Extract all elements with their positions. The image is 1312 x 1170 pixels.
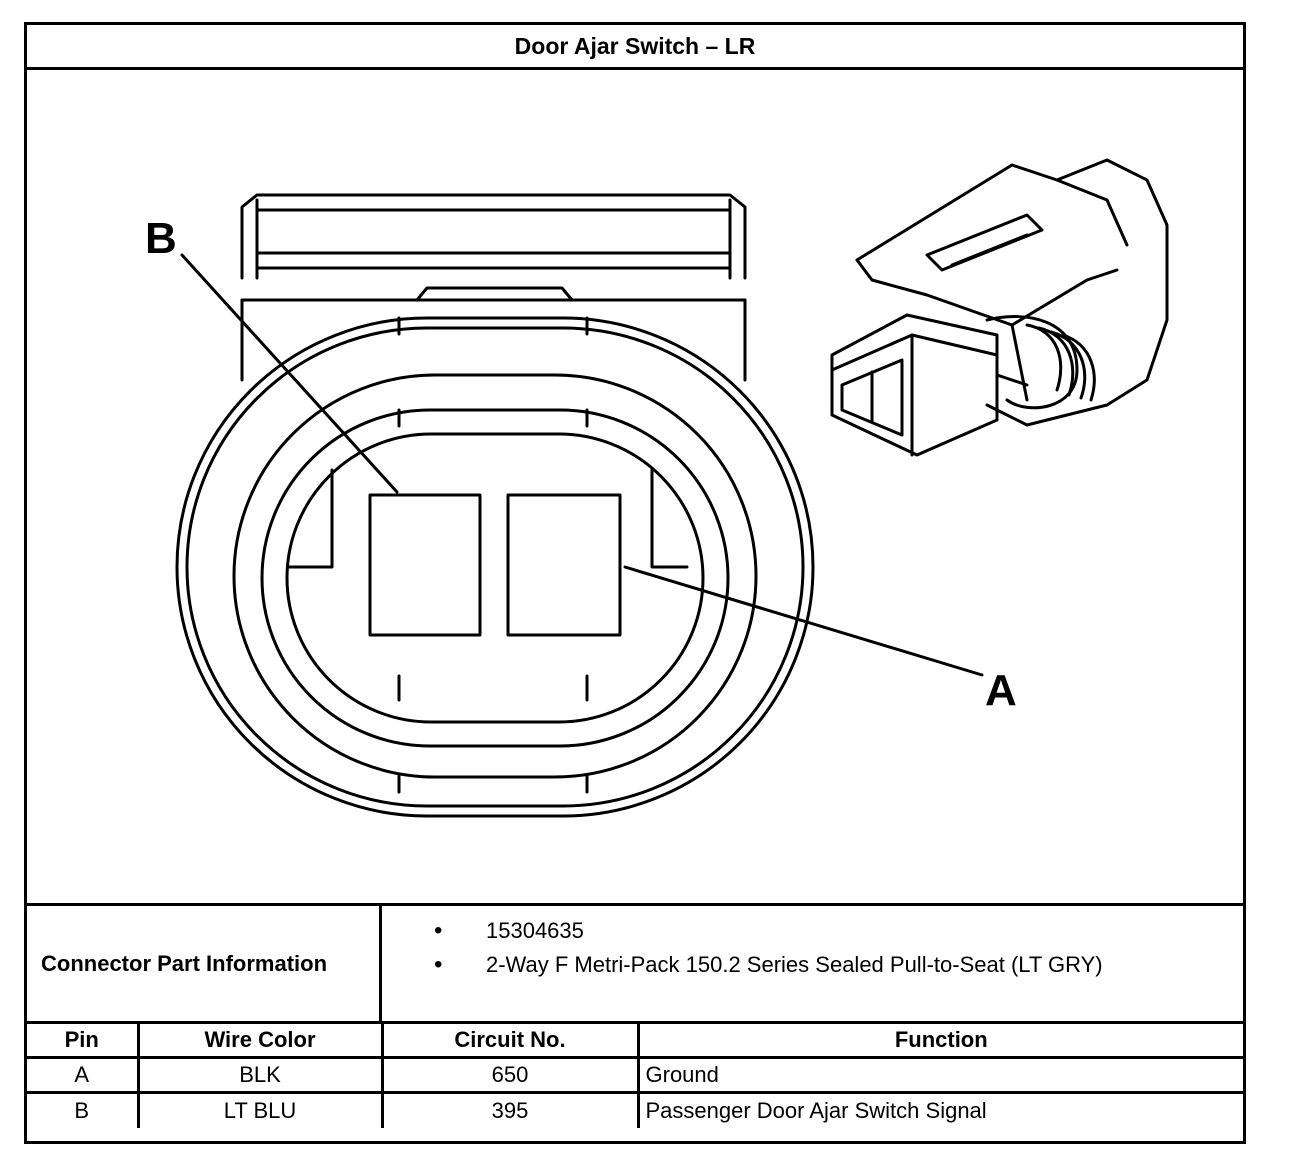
pin-cell: A (27, 1056, 140, 1094)
circuit-cell: 650 (380, 1056, 640, 1094)
header-circuit-no: Circuit No. (380, 1021, 640, 1059)
leader-line-b (180, 253, 399, 494)
bullet-icon: • (434, 951, 443, 978)
header-wire-color: Wire Color (136, 1021, 384, 1059)
sheet-title: Door Ajar Switch – LR (27, 25, 1243, 70)
wire-color-cell: BLK (136, 1056, 384, 1094)
cavity-b (368, 493, 482, 637)
leader-line-a (623, 565, 984, 677)
bullet-icon: • (434, 917, 443, 944)
cavity-a (506, 493, 622, 637)
connector-face-drawing: B A (145, 158, 1169, 818)
connector-sheet: Door Ajar Switch – LR (24, 22, 1246, 1144)
pin-table-header: Pin Wire Color Circuit No. Function (27, 1021, 1243, 1059)
function-cell: Passenger Door Ajar Switch Signal (636, 1091, 1243, 1128)
pin-table: Pin Wire Color Circuit No. Function A BL… (27, 1021, 1243, 1128)
key-slots (287, 316, 689, 794)
connector-description: 2-Way F Metri-Pack 150.2 Series Sealed P… (486, 952, 1103, 977)
table-row: B LT BLU 395 Passenger Door Ajar Switch … (27, 1091, 1243, 1128)
callout-a: A (985, 666, 1017, 715)
part-number: 15304635 (486, 918, 584, 943)
connector-info-row: Connector Part Information • 15304635 • 2-… (27, 903, 1243, 1021)
connector-diagram: B A (27, 70, 1243, 903)
connector-description-item: • 2-Way F Metri-Pack 150.2 Series Sealed … (382, 950, 1243, 984)
part-number-item: • 15304635 (382, 916, 1243, 950)
wire-color-cell: LT BLU (136, 1091, 384, 1128)
circuit-cell: 395 (380, 1091, 640, 1128)
header-pin: Pin (27, 1021, 140, 1059)
connector-isometric-view (830, 158, 1169, 457)
latch-housing (240, 193, 747, 382)
connector-shell (175, 316, 815, 818)
header-function: Function (636, 1021, 1243, 1059)
callout-b: B (145, 214, 177, 263)
pin-cell: B (27, 1091, 140, 1128)
table-row: A BLK 650 Ground (27, 1056, 1243, 1094)
connector-info-list: • 15304635 • 2-Way F Metri-Pack 150.2 Seri… (382, 906, 1243, 1031)
function-cell: Ground (636, 1056, 1243, 1094)
connector-info-label: Connector Part Information (27, 906, 382, 1021)
